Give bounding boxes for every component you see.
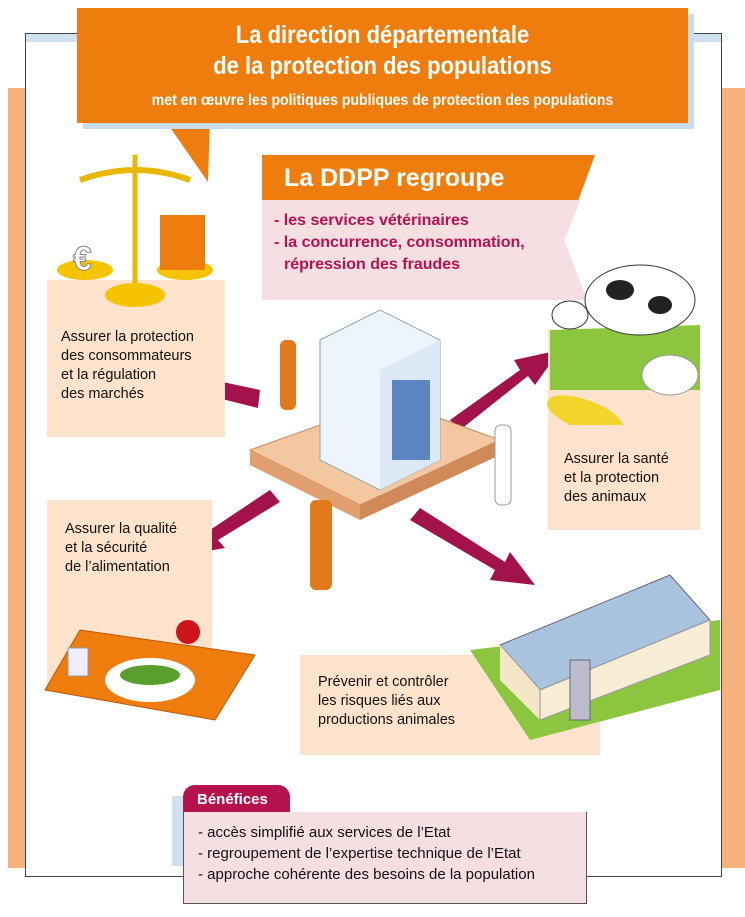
mission-text: et la protection xyxy=(564,470,660,486)
benefits-list: - accès simplifié aux services de l’Etat… xyxy=(183,812,587,904)
silo-icon xyxy=(569,659,591,721)
ddpp-item: répression des fraudes xyxy=(284,256,461,273)
header-title-line2: de la protection des populations xyxy=(213,52,552,80)
corn-icon xyxy=(547,395,623,425)
header-subtitle: met en œuvre les politiques publiques de… xyxy=(151,92,614,109)
benefit-item: - regroupement de l’expertise technique … xyxy=(198,845,521,862)
ddpp-item: - les services vétérinaires xyxy=(274,212,469,229)
mission-text: les risques liés aux xyxy=(318,693,441,709)
mission-text: Assurer la protection xyxy=(61,329,194,345)
ddpp-item: - la concurrence, consommation, xyxy=(274,234,525,251)
mission-text: productions animales xyxy=(318,712,456,728)
people-icons xyxy=(280,340,512,590)
mission-text: de l’alimentation xyxy=(65,559,170,575)
speech-tail xyxy=(165,120,210,182)
glass-icon xyxy=(67,647,89,677)
benefit-item: - accès simplifié aux services de l’Etat xyxy=(198,824,451,841)
center-illustration xyxy=(155,309,560,590)
arrow-production xyxy=(410,508,535,585)
arrow-animals xyxy=(450,350,560,430)
mission-text: Prévenir et contrôler xyxy=(318,674,449,690)
farm-animals-icon xyxy=(547,264,700,425)
barn-icon xyxy=(470,574,720,740)
mission-text: des animaux xyxy=(564,489,647,505)
header-banner: La direction départementale de la protec… xyxy=(77,8,688,123)
apple-icon xyxy=(176,620,200,644)
scale-icon: € xyxy=(57,155,213,307)
mission-text: et la régulation xyxy=(61,367,157,383)
cow-icon xyxy=(551,300,589,330)
header-title-line1: La direction départementale xyxy=(235,21,530,49)
left-strip xyxy=(8,88,26,868)
mission-text: Assurer la qualité xyxy=(65,521,178,537)
right-strip xyxy=(722,88,745,868)
building-icon xyxy=(319,309,441,491)
benefits-title: Bénéfices xyxy=(183,785,290,813)
ddpp-list: - les services vétérinaires - la concurr… xyxy=(262,200,587,300)
euro-symbol: € xyxy=(73,240,92,278)
mission-text: et la sécurité xyxy=(65,540,148,556)
mission-text: des consommateurs xyxy=(61,348,192,364)
ddpp-title: La DDPP regroupe xyxy=(262,155,595,200)
benefit-item: - approche cohérente des besoins de la p… xyxy=(198,866,535,883)
chicken-icon xyxy=(641,354,699,396)
mission-text: des marchés xyxy=(61,386,145,402)
mission-text: Assurer la santé xyxy=(564,451,669,467)
food-tray-icon xyxy=(44,620,256,721)
